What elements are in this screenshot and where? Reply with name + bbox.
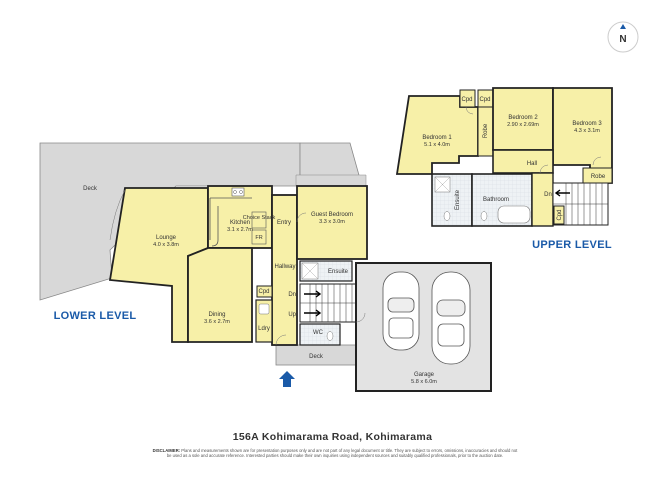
door-swing: [275, 334, 287, 346]
compass-north-label: N: [619, 34, 626, 45]
lounge-label: Lounge: [156, 235, 177, 241]
kitchen-label: Kitchen: [230, 220, 250, 226]
cooktop-burner: [233, 190, 237, 194]
deck-main-label: Deck: [83, 186, 98, 192]
cpd-lower-area: [256, 285, 273, 298]
door-swing: [296, 212, 307, 223]
hallway-label: Hallway: [274, 264, 295, 270]
lower-level: Deck Lounge 4.0 x 3.8m Kitchen 3.1 x 2.7…: [39, 142, 492, 392]
shower-upper-cross: [434, 176, 451, 193]
deck-side-area: [295, 174, 367, 187]
door-swing: [592, 156, 602, 166]
ensuite-lower-label: Ensuite: [328, 269, 349, 275]
cpd-upper1-label: Cpd: [461, 97, 472, 103]
bathroom-label: Bathroom: [483, 197, 509, 203]
dining-area: [187, 247, 253, 343]
choice-stack-label: Choice Stack: [243, 215, 276, 221]
cooktop-burner: [239, 190, 243, 194]
bathtub: [497, 205, 531, 224]
dn-upper-label: Dn: [544, 192, 552, 198]
disclaimer: DISCLAIMER: Plans and measurements shown…: [150, 448, 520, 458]
entry-label: Entry: [277, 220, 291, 226]
door-swing: [355, 312, 366, 323]
ldry-tub: [258, 303, 270, 315]
up-lower-label: Up: [288, 312, 296, 318]
garage-dimensions: 5.8 x 6.0m: [411, 379, 437, 385]
disclaimer-text: Plans and measurements shown are for pre…: [166, 448, 518, 459]
cpd-upper1-area: [459, 89, 476, 108]
stair-down-arrow-upper: [554, 189, 570, 197]
deck-entry-label: Deck: [309, 354, 324, 360]
fridge-label: FR: [255, 235, 262, 241]
address-title: 156A Kohimarama Road, Kohimarama: [232, 431, 433, 443]
dining-label: Dining: [208, 312, 225, 318]
lounge-dimensions: 4.0 x 3.8m: [153, 242, 179, 248]
bedroom2-label: Bedroom 2: [508, 115, 538, 121]
choice-stack-box: [251, 211, 267, 229]
lower-level-label: LOWER LEVEL: [54, 310, 137, 322]
stair-up-arrow: [304, 309, 322, 317]
bedroom3-label: Bedroom 3: [572, 121, 602, 127]
bedroom1-label: Bedroom 1: [422, 135, 452, 141]
cpd-upper3-label: Cpd: [557, 209, 563, 220]
guest-bedroom-dimensions: 3.3 x 3.0m: [319, 219, 345, 225]
disclaimer-label: DISCLAIMER:: [152, 448, 181, 453]
compass-icon: N: [607, 21, 639, 53]
door-swing: [109, 189, 126, 241]
kitchen-bench: [209, 197, 252, 247]
kitchen-dimensions: 3.1 x 2.7m: [227, 227, 253, 233]
wc-label: WC: [313, 330, 324, 336]
toilet-bathroom: [480, 211, 488, 221]
entry-arrow-icon: [279, 371, 295, 387]
upper-level-label: UPPER LEVEL: [532, 239, 612, 251]
ldry-label: Ldry: [258, 326, 270, 332]
stair-down-arrow: [304, 290, 322, 298]
guest-bedroom-label: Guest Bedroom: [311, 212, 353, 218]
hallway-area: [271, 194, 298, 346]
car-icon: [431, 271, 471, 365]
toilet-wc: [326, 331, 334, 341]
guest-bedroom-area: [296, 185, 368, 260]
garage-label: Garage: [414, 372, 435, 378]
toilet-ensuite: [443, 211, 451, 221]
shower-lower-cross: [301, 262, 319, 280]
upper-level: Bedroom 1 5.1 x 4.0m Bedroom 2 2.90 x 2.…: [395, 87, 613, 251]
cpd-lower-label: Cpd: [258, 289, 269, 295]
cooktop: [231, 187, 245, 197]
door-swing: [539, 164, 549, 174]
cpd-upper2-label: Cpd: [479, 97, 490, 103]
bedroom2-dimensions: 2.90 x 2.69m: [507, 122, 539, 128]
robe3-label: Robe: [591, 174, 606, 180]
robe1-label: Robe: [483, 123, 489, 138]
car-icon: [382, 271, 420, 351]
upper-landing-area: [531, 172, 554, 227]
bedroom1-dimensions: 5.1 x 4.0m: [424, 142, 450, 148]
dining-dimensions: 3.6 x 2.7m: [204, 319, 230, 325]
fridge-box: [251, 229, 267, 245]
ensuite-upper-label: Ensuite: [455, 189, 461, 210]
cpd-upper3-area: [553, 205, 565, 225]
hall-upper-label: Hall: [527, 161, 537, 167]
stairs-lower: [299, 283, 358, 323]
bedroom3-dimensions: 4.3 x 3.1m: [574, 128, 600, 134]
hall-upper-area: [492, 149, 554, 174]
dn-lower-label: Dn: [288, 292, 296, 298]
door-swing: [465, 106, 474, 115]
